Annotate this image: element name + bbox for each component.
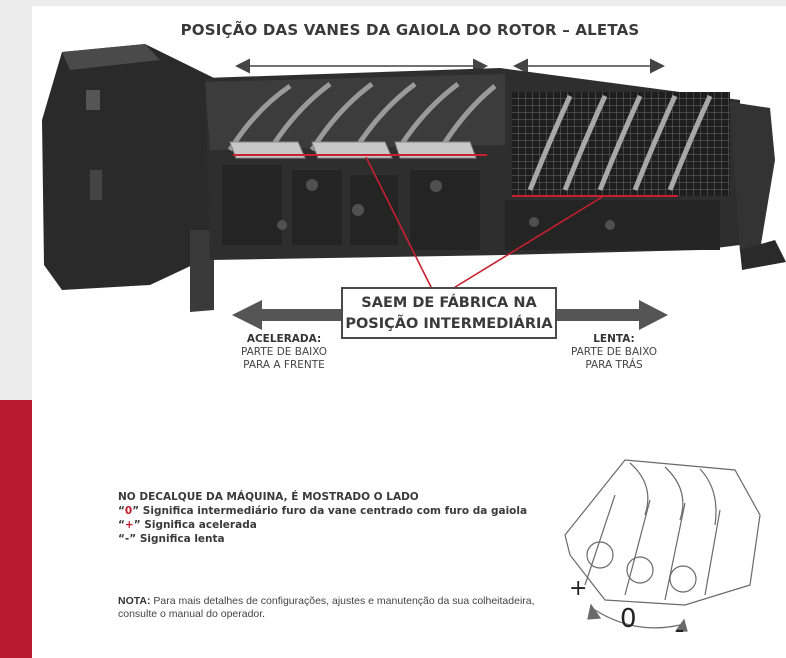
sidebar-gray-band xyxy=(0,0,32,400)
legend-text-plus: Significa acelerada xyxy=(140,519,257,531)
legend-text-zero: Significa intermediário furo da vane cen… xyxy=(139,505,528,517)
legend-quote-open: “ xyxy=(118,533,125,545)
legend-symbol-plus: + xyxy=(124,519,134,531)
legend-intro: NO DECALQUE DA MÁQUINA, É MOSTRADO O LAD… xyxy=(118,491,419,503)
legend-text-minus: Significa lenta xyxy=(136,533,225,545)
slow-heading: LENTA: xyxy=(593,333,635,345)
callout-line-2: POSIÇÃO INTERMEDIÁRIA xyxy=(345,316,553,332)
diagram-minus-label: - xyxy=(675,615,684,645)
legend-symbol-minus: - xyxy=(124,533,130,545)
legend-quote-open: “ xyxy=(118,505,125,517)
accelerated-heading: ACELERADA: xyxy=(246,333,322,345)
legend-item-minus: “-” Significa lenta xyxy=(118,532,527,546)
slow-direction-arrow xyxy=(557,300,668,330)
slow-label: LENTA: PARTE DE BAIXO PARA TRÁS xyxy=(544,333,684,372)
factory-setting-callout: SAEM DE FÁBRICA NA POSIÇÃO INTERMEDIÁRIA xyxy=(341,287,557,339)
diagram-plus-label: + xyxy=(569,576,587,601)
vane-decal-diagram: + 0 - xyxy=(564,459,761,645)
note-paragraph: NOTA: Para mais detalhes de configuraçõe… xyxy=(118,595,538,621)
accelerated-line-1: PARTE DE BAIXO xyxy=(240,346,328,358)
legend-item-zero: “0” Significa intermediário furo da vane… xyxy=(118,504,527,518)
legend-block: NO DECALQUE DA MÁQUINA, É MOSTRADO O LAD… xyxy=(118,490,527,546)
legend-quote-close: ” xyxy=(133,519,141,531)
callout-line-1: SAEM DE FÁBRICA NA xyxy=(361,295,537,311)
page-title: POSIÇÃO DAS VANES DA GAIOLA DO ROTOR – A… xyxy=(180,21,640,39)
legend-quote-close: ” xyxy=(132,505,140,517)
sidebar-red-band xyxy=(0,400,32,658)
legend-symbol-zero: 0 xyxy=(124,505,133,517)
slow-line-2: PARA TRÁS xyxy=(585,359,643,371)
accelerated-line-2: PARA A FRENTE xyxy=(243,359,325,371)
diagram-zero-label: 0 xyxy=(620,604,637,634)
rotor-cage-illustration xyxy=(42,44,786,330)
note-label: NOTA: xyxy=(118,595,151,607)
note-text: Para mais detalhes de configurações, aju… xyxy=(118,595,535,620)
top-border xyxy=(32,0,786,6)
legend-item-plus: “+” Significa acelerada xyxy=(118,518,527,532)
accelerated-direction-arrow xyxy=(232,300,342,330)
accelerated-label: ACELERADA: PARTE DE BAIXO PARA A FRENTE xyxy=(214,333,354,372)
legend-quote-close: ” xyxy=(129,533,137,545)
slow-line-1: PARTE DE BAIXO xyxy=(570,346,658,358)
legend-quote-open: “ xyxy=(118,519,125,531)
